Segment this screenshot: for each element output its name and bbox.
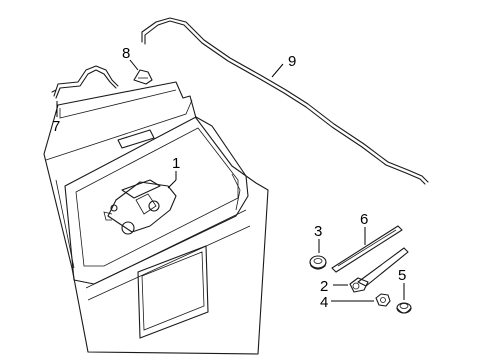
callout-8: 8 bbox=[122, 45, 130, 62]
callout-3: 3 bbox=[314, 223, 322, 240]
callout-6: 6 bbox=[360, 211, 368, 228]
callout-2: 2 bbox=[320, 278, 328, 295]
callout-1: 1 bbox=[172, 155, 180, 172]
callout-5: 5 bbox=[398, 267, 406, 284]
washer-hose-long bbox=[141, 17, 429, 185]
callout-labels: 1 2 3 4 5 6 7 8 9 bbox=[52, 45, 406, 311]
callout-4: 4 bbox=[320, 294, 328, 311]
washer-nozzle bbox=[133, 69, 153, 85]
washer-hose-left bbox=[51, 65, 119, 99]
grommet bbox=[396, 302, 412, 314]
callout-7: 7 bbox=[52, 118, 60, 135]
callout-9: 9 bbox=[288, 53, 296, 70]
wiper-motor bbox=[103, 179, 177, 235]
wiper-arm bbox=[349, 247, 409, 293]
nut bbox=[375, 293, 391, 307]
wiper-blade bbox=[331, 225, 403, 273]
pivot-cap bbox=[309, 255, 327, 270]
leader-lines bbox=[56, 59, 405, 302]
liftgate-panel bbox=[43, 81, 269, 355]
